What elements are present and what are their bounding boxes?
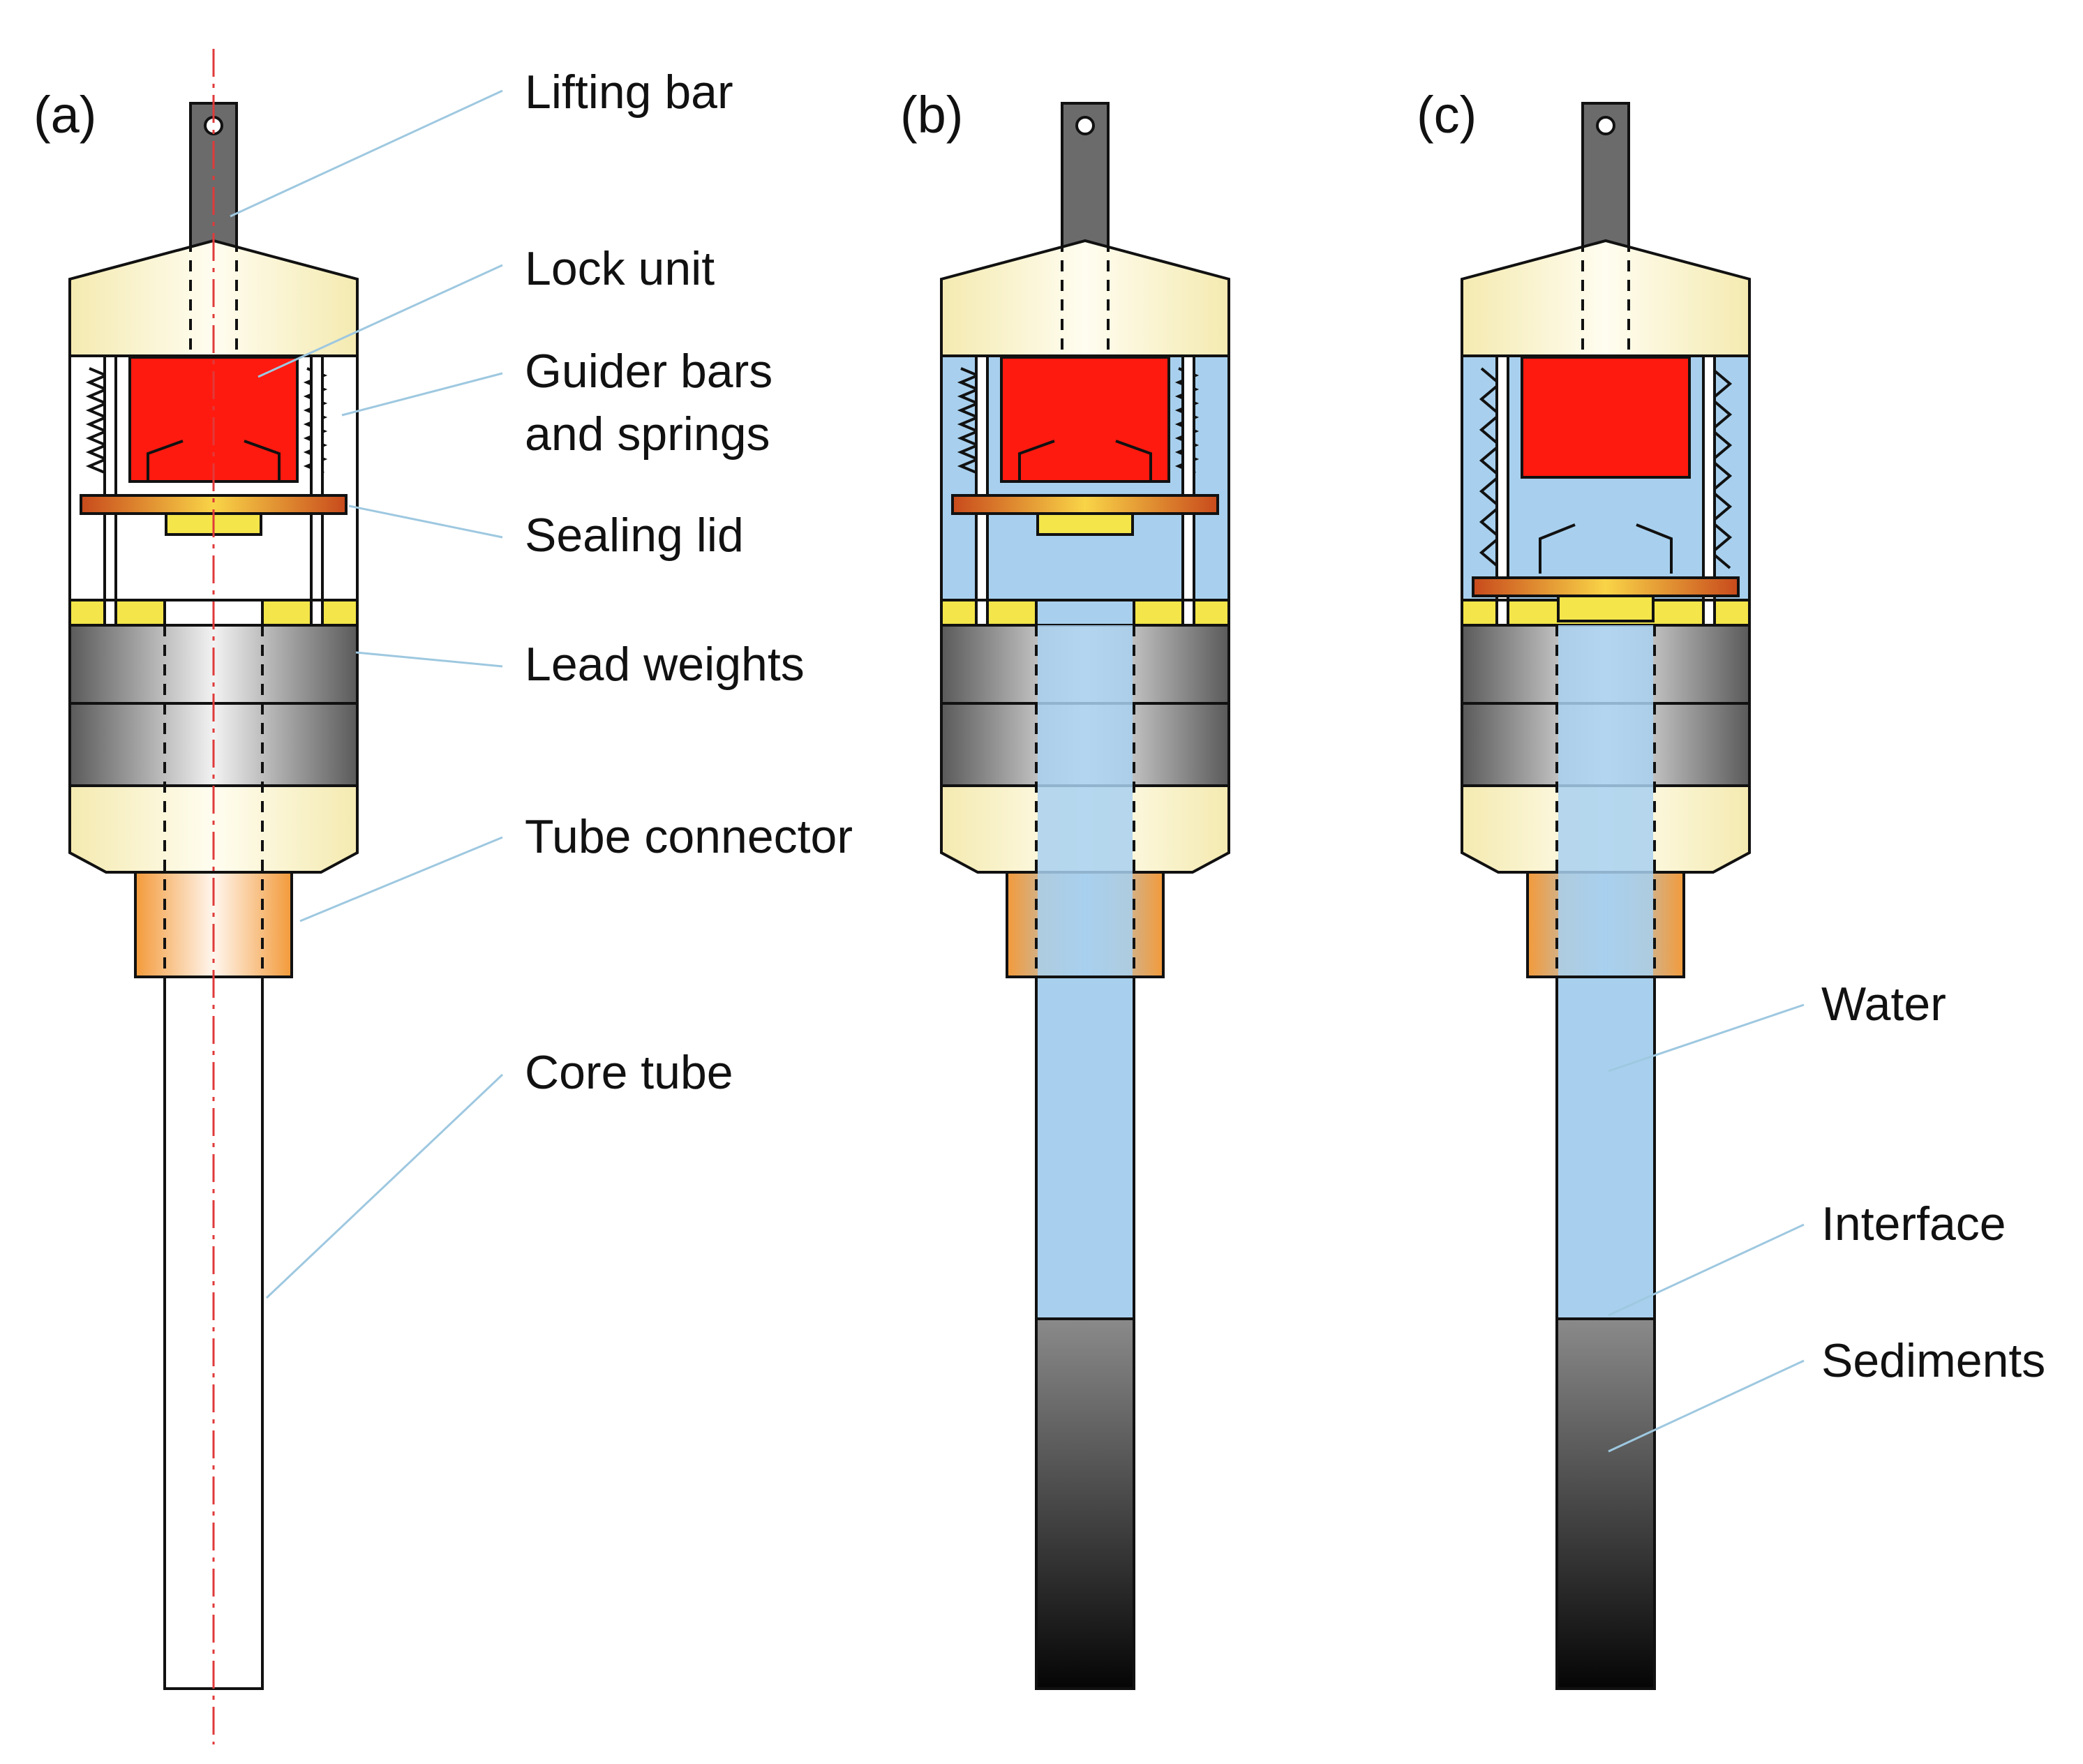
label-lifting-bar: Lifting bar [525,66,733,119]
sealing-plug-c [1557,595,1655,622]
guider-bar-right [310,354,324,622]
guider-bar-left [103,354,117,622]
core-tube-water-c [1555,976,1656,1320]
lifting-bar [189,102,238,255]
label-guider-bars: Guider bars [525,345,772,398]
lock-unit-b [1000,356,1170,483]
sampler-panel-a [68,49,359,1744]
label-sediments: Sediments [1821,1334,2045,1387]
bottom-cap [68,784,359,874]
core-tube-sediments-b [1035,1317,1135,1690]
panel-label-c: (c) [1417,86,1477,144]
lock-unit-c [1521,356,1691,479]
panel-label-b: (b) [900,86,963,144]
top-cap-c [1461,239,1751,357]
label-and-springs: and springs [525,408,770,461]
label-core-tube: Core tube [525,1046,733,1099]
label-tube-connector: Tube connector [525,810,853,863]
label-lock-unit: Lock unit [525,242,715,295]
label-lead-weights: Lead weights [525,638,805,691]
sealing-lid-b [951,494,1219,515]
panel-label-a: (a) [33,86,96,144]
leader-lines [230,89,1805,1453]
lifting-bar-b [1061,102,1110,255]
sampler-panel-b [940,102,1230,1690]
core-tube-sediments-c [1555,1317,1656,1690]
label-interface: Interface [1821,1197,2006,1250]
sampler-panel-c [1461,102,1751,1690]
sealing-lid-c [1472,576,1740,597]
lifting-bar-c [1581,102,1630,255]
core-tube-water-b [1035,976,1135,1320]
label-sealing-lid: Sealing lid [525,509,744,562]
label-water: Water [1821,978,1946,1031]
top-cap-b [940,239,1230,357]
